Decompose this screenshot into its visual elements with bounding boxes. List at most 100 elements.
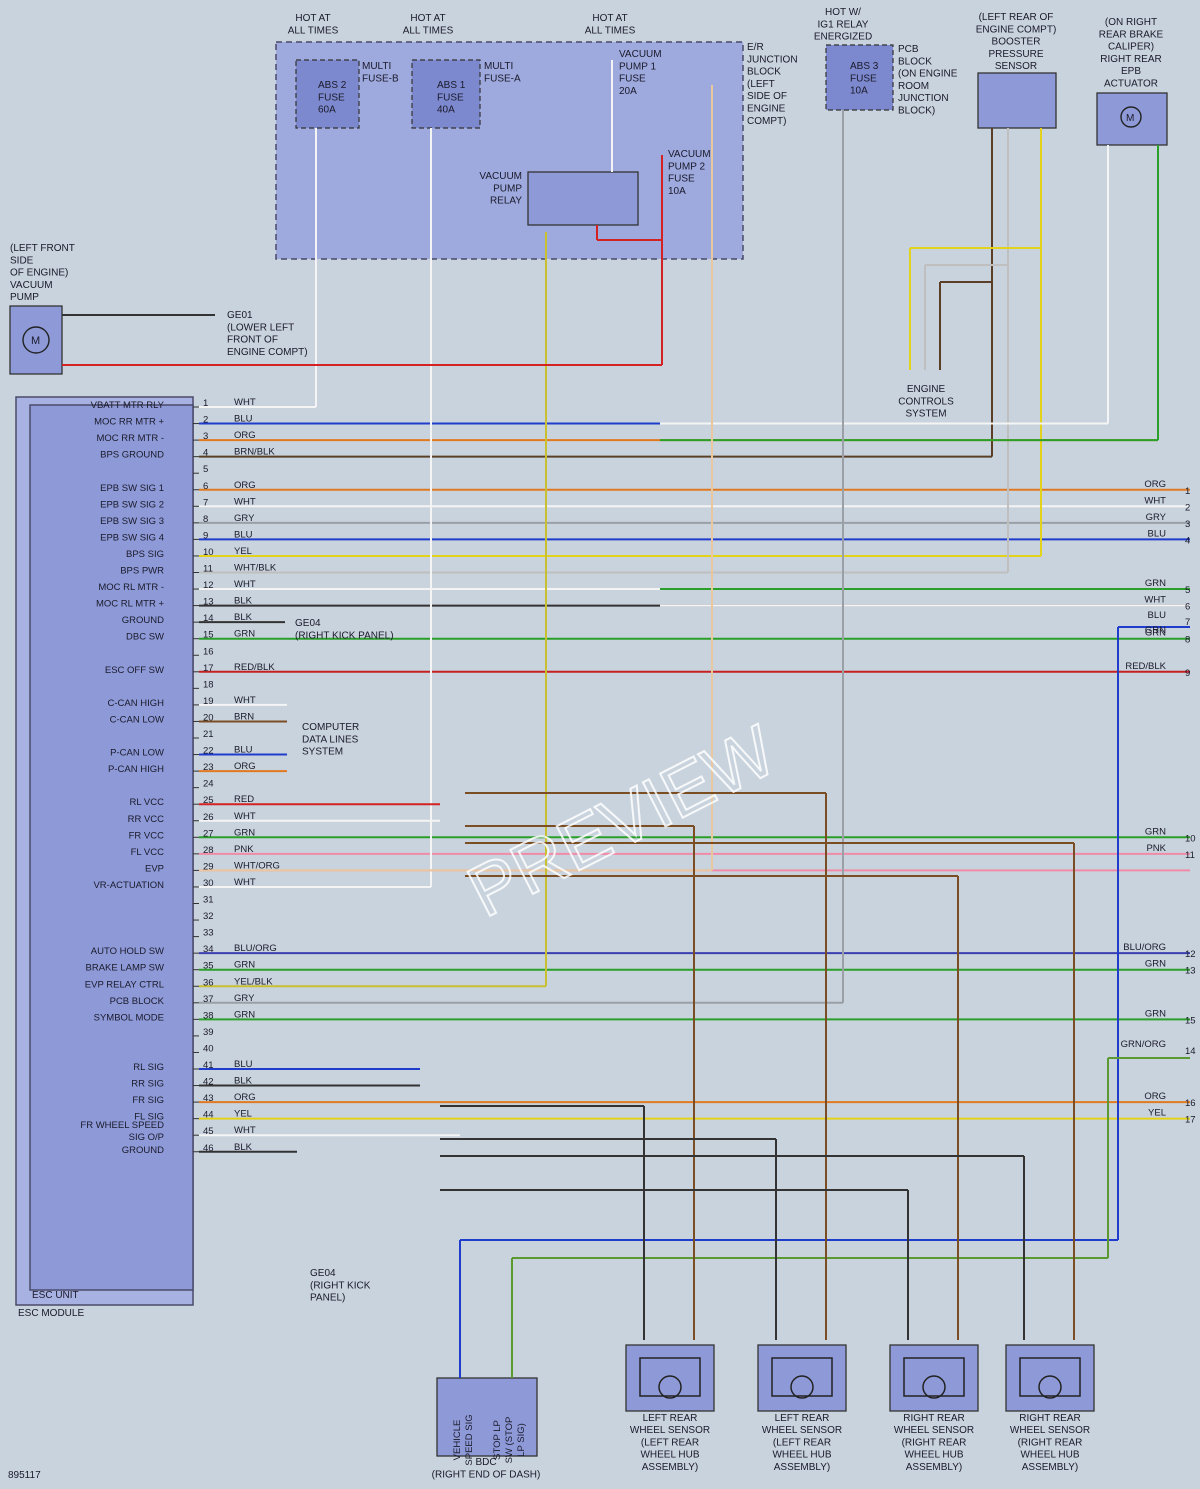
pin-wire-color: BLK: [234, 1076, 253, 1087]
wheel-sensor-label: (LEFT REAR: [641, 1437, 699, 1448]
vacuum-pump: [9, 305, 63, 375]
pin-number: 37: [203, 994, 214, 1005]
right-connector-number: 1: [1185, 486, 1190, 497]
pin-number: 42: [203, 1077, 214, 1088]
epb-actuator-label: EPB: [1121, 66, 1141, 77]
vp2-fuse-label: 10A: [668, 186, 686, 197]
pin-label: RR VCC: [128, 814, 165, 825]
wheel-sensor-label: ASSEMBLY): [906, 1462, 963, 1473]
pin-wire-color: BLU: [234, 745, 253, 756]
epb-actuator: [1096, 92, 1168, 146]
pin-number: 2: [203, 415, 208, 426]
pin-number: 6: [203, 481, 208, 492]
wheel-sensor-body: [757, 1344, 847, 1412]
pin-label: MOC RL MTR -: [98, 582, 164, 593]
vacuum-pump-label: OF ENGINE): [10, 268, 68, 279]
wheel-sensor-label: (RIGHT REAR: [902, 1437, 967, 1448]
pin-number: 13: [203, 597, 214, 608]
pin-label: ESC OFF SW: [105, 665, 164, 676]
pcb-block-label: JUNCTION: [898, 93, 949, 104]
pin-wire-color: BLU: [234, 414, 253, 425]
pin-label: FL VCC: [131, 847, 165, 858]
abs3-fuse-label: ABS 3: [850, 61, 879, 72]
right-wire-color: BLU: [1148, 610, 1167, 621]
bdc-pin-label: LP SIG): [516, 1423, 527, 1457]
vp2-fuse-label: FUSE: [668, 174, 695, 185]
pin-wire-color: WHT/ORG: [234, 860, 280, 871]
pin-number: 34: [203, 944, 214, 955]
multi-fuse-a-label: FUSE-A: [484, 73, 521, 84]
pin-label: VR-ACTUATION: [93, 880, 164, 891]
right-wire-color: RED/BLK: [1125, 661, 1166, 672]
pin-label: DBC SW: [126, 632, 164, 643]
pin-wire-color: BRN/BLK: [234, 447, 275, 458]
engine-controls-label: CONTROLS: [898, 396, 954, 407]
abs2-fuse-label: FUSE: [318, 92, 345, 103]
tone-wheel-icon: [1038, 1375, 1062, 1399]
pin-label: MOC RR MTR -: [96, 433, 164, 444]
hot-label: ENERGIZED: [814, 32, 872, 43]
wheel-sensor-label: WHEEL HUB: [640, 1450, 699, 1461]
pin-number: 30: [203, 878, 214, 889]
pin-wire-color: ORG: [234, 430, 256, 441]
right-connector-number: 16: [1185, 1098, 1196, 1109]
wheel-sensor-label: WHEEL SENSOR: [630, 1425, 710, 1436]
junction-block-label: (LEFT: [747, 79, 775, 90]
pin-wire-color: GRN: [234, 960, 255, 971]
pin-number: 29: [203, 861, 214, 872]
right-connector-number: 14: [1185, 1046, 1196, 1057]
pin-wire-color: GRY: [234, 993, 255, 1004]
vp1-fuse-label: FUSE: [619, 74, 646, 85]
pin-number: 40: [203, 1043, 214, 1054]
right-connector-number: 13: [1185, 966, 1196, 977]
pin-label: GROUND: [122, 615, 164, 626]
wheel-sensor-body: [1005, 1344, 1095, 1412]
pin-number: 12: [203, 580, 214, 591]
bdc-pin-label: SPEED SIG: [464, 1414, 475, 1465]
pin-wire-color: PNK: [234, 844, 254, 855]
junction-block-label: JUNCTION: [747, 54, 798, 65]
multi-fuse-b-label: FUSE-B: [362, 73, 399, 84]
hot-label: ALL TIMES: [585, 25, 636, 36]
hot-label: HOT W/: [825, 7, 861, 18]
pin-label: EPB SW SIG 3: [100, 516, 164, 527]
abs1-fuse-label: ABS 1: [437, 80, 466, 91]
pin-wire-color: WHT: [234, 877, 256, 888]
wheel-sensor-label: (RIGHT REAR: [1018, 1437, 1083, 1448]
pin-label: EVP: [145, 863, 164, 874]
right-wire-color: GRN: [1145, 826, 1166, 837]
pcb-block: [825, 44, 894, 111]
junction-block-label: COMPT): [747, 116, 786, 127]
pin-label: FR WHEEL SPEED: [80, 1120, 164, 1131]
pin-wire-color: WHT: [234, 811, 256, 822]
abs2-fuse: [295, 59, 360, 129]
ground-label: GE04: [310, 1268, 336, 1279]
pcb-block-label: PCB: [898, 44, 919, 55]
engine-controls-label: ENGINE: [907, 384, 946, 395]
pin-number: 31: [203, 895, 214, 906]
pin-number: 16: [203, 646, 214, 657]
motor-icon: [22, 326, 50, 354]
pin-number: 20: [203, 712, 214, 723]
pcb-block-label: ROOM: [898, 81, 929, 92]
vacuum-pump-label: (LEFT FRONT: [10, 243, 75, 254]
right-connector-number: 10: [1185, 833, 1196, 844]
wheel-sensor-coil: [903, 1357, 965, 1397]
motor-icon: [1120, 106, 1142, 128]
right-wire-color: GRN: [1145, 959, 1166, 970]
pin-wire-color: WHT: [234, 695, 256, 706]
pin-number: 5: [203, 464, 208, 475]
pin-label: MOC RL MTR +: [96, 599, 164, 610]
wheel-sensor-body: [625, 1344, 715, 1412]
pin-wire-color: WHT: [234, 397, 256, 408]
pin-wire-color: YEL: [234, 1109, 252, 1120]
right-wire-color: GRN: [1145, 1008, 1166, 1019]
pin-wire-color: BLK: [234, 596, 253, 607]
pin-label: MOC RR MTR +: [94, 417, 164, 428]
pin-wire-color: ORG: [234, 761, 256, 772]
hot-label: ALL TIMES: [288, 25, 339, 36]
right-connector-number: 5: [1185, 585, 1190, 596]
pin-label: AUTO HOLD SW: [91, 946, 164, 957]
